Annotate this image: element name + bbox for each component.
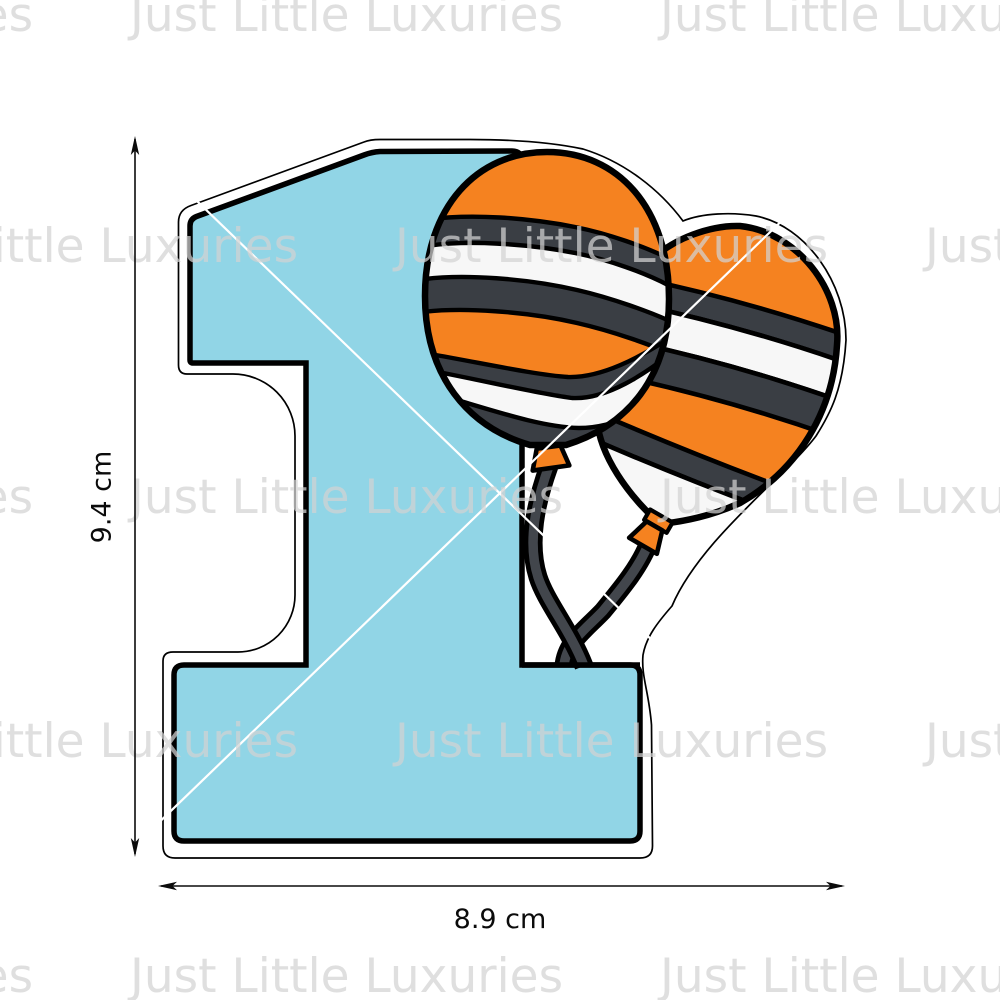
stripe-band (425, 240, 669, 287)
watermark-tile: Just Little Luxuries (0, 0, 33, 43)
stripe-band (626, 519, 665, 557)
stripe-band (432, 347, 669, 401)
watermark-tile: Just Little Luxuries (0, 949, 33, 1000)
stripe-band (425, 274, 669, 325)
watermark-tile: Just Little Luxuries (657, 0, 1000, 43)
watermark-tile: Just Little Luxuries (127, 949, 563, 1000)
diagonal-line-bltr (0, 9, 1000, 977)
stripe-band (425, 307, 669, 359)
dimension-width: 8.9 cm (158, 881, 845, 935)
watermark-diagonals (0, 9, 1000, 977)
arrowhead-right-icon (826, 881, 845, 891)
numeral-1-shape (171, 148, 643, 844)
dimension-height: 9.4 cm (87, 136, 140, 857)
stripe-band (425, 214, 669, 260)
width-label: 8.9 cm (454, 904, 547, 935)
stripe-band (642, 507, 675, 535)
balloon-left (421, 148, 673, 473)
arrowhead-down-icon (130, 838, 140, 857)
stripe-band (528, 464, 589, 668)
height-label: 9.4 cm (87, 451, 118, 544)
watermark-tile: Just Little Luxuries (127, 470, 563, 525)
numeral-1 (171, 148, 643, 844)
watermark-tile: Just Little Luxuries (922, 219, 1000, 274)
balloon-strings (523, 462, 659, 670)
arrowhead-left-icon (158, 881, 177, 891)
string-left (523, 462, 593, 670)
watermark-tile: Just Little Luxuries (0, 219, 298, 274)
watermark-tile: Just Little Luxuries (392, 219, 828, 274)
balloon-right-knot (626, 507, 675, 557)
stripe-band (596, 408, 822, 524)
watermark-tile: Just Little Luxuries (0, 470, 33, 525)
balloon-left-stripes (425, 214, 669, 445)
watermark-tile: Just Little Luxuries (922, 714, 1000, 769)
stripe-band (429, 336, 669, 380)
arrowhead-up-icon (130, 136, 140, 155)
watermark-tile: Just Little Luxuries (657, 949, 1000, 1000)
watermark-tile: Just Little Luxuries (127, 0, 563, 43)
watermark-tile: Just Little Luxuries (0, 714, 298, 769)
watermark-tile: Just Little Luxuries (392, 714, 828, 769)
watermark-tile: Just Little Luxuries (657, 470, 1000, 525)
